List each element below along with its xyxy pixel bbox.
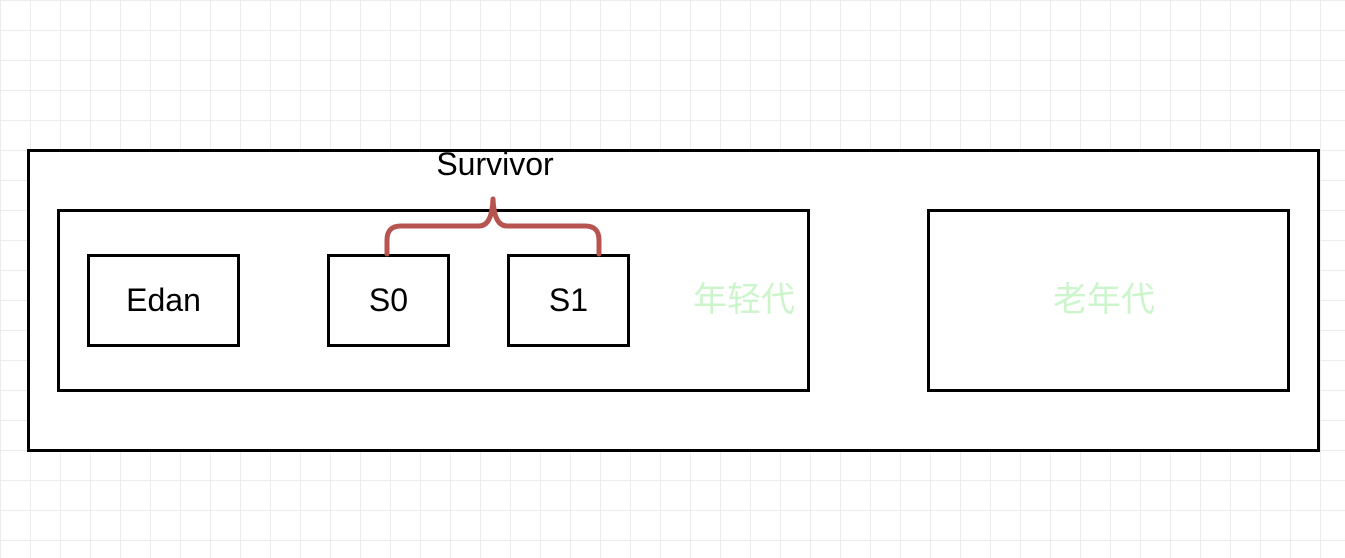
eden-label: Edan bbox=[126, 282, 201, 318]
survivor-brace bbox=[384, 196, 602, 257]
s0-label: S0 bbox=[368, 282, 409, 318]
survivor-s1-box: S1 bbox=[507, 254, 630, 347]
old-generation-box bbox=[927, 209, 1290, 392]
old-generation-label: 老年代 bbox=[1053, 280, 1155, 320]
eden-box: Edan bbox=[87, 254, 240, 347]
survivor-s0-box: S0 bbox=[327, 254, 450, 347]
survivor-label: Survivor bbox=[436, 146, 554, 182]
s1-label: S1 bbox=[548, 282, 589, 318]
young-generation-label: 年轻代 bbox=[693, 280, 795, 320]
